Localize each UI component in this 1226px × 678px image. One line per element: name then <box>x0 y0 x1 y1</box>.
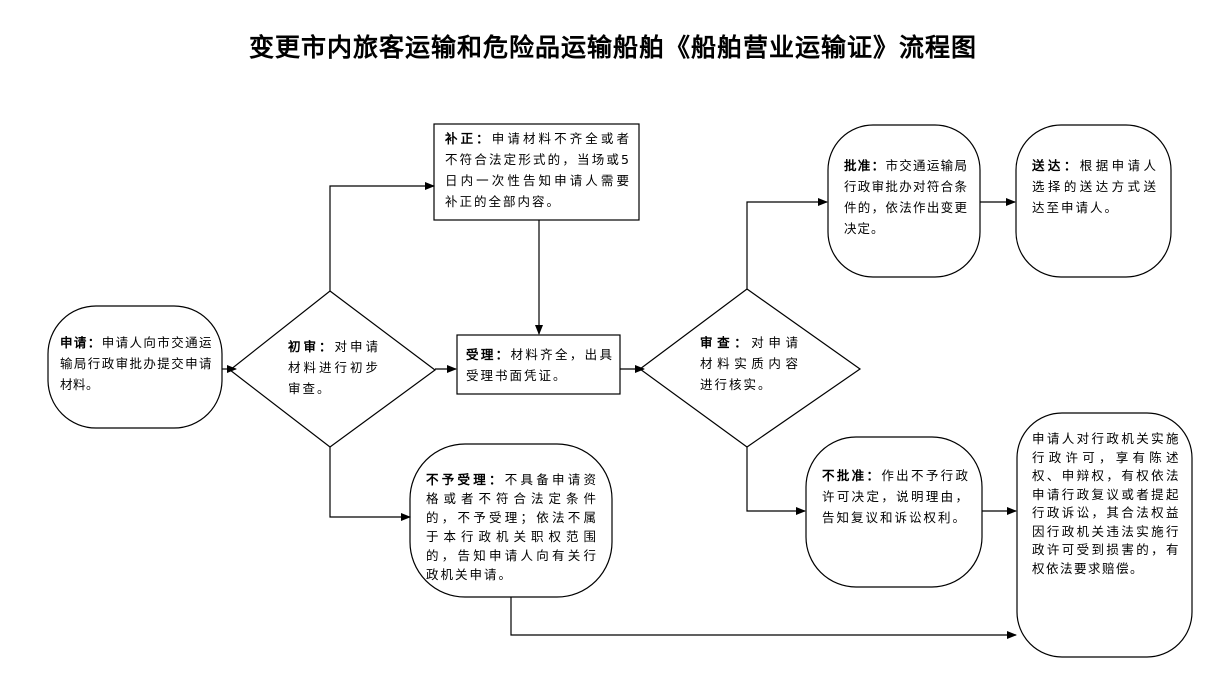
correct-node-shape <box>433 123 640 221</box>
apply-node-shape <box>47 305 223 429</box>
arrow-review-to-approve <box>746 198 828 289</box>
deny-node: 不批准：作出不予行政许可决定，说明理由，告知复议和诉讼权利。 <box>822 465 970 528</box>
page-title: 变更市内旅客运输和危险品运输船舶《船舶营业运输证》流程图 <box>248 33 977 62</box>
deny-node-text: 作出不予行政许可决定，说明理由，告知复议和诉讼权利。 <box>822 468 970 525</box>
rights-node-text: 申请人对行政机关实施行政许可，享有陈述权、申辩权，有权依法申请行政复议或者提起行… <box>1032 431 1180 576</box>
deny-node-shape <box>805 436 983 588</box>
apply-node-label: 申请： <box>60 335 102 350</box>
approve-node-label: 批准： <box>844 158 886 173</box>
approve-node-shape <box>827 124 981 278</box>
deliver-node-text: 根据申请人选择的送达方式送达至申请人。 <box>1032 158 1158 215</box>
review-node-label: 审查： <box>700 335 752 350</box>
accept-node: 受理：材料齐全，出具受理书面凭证。 <box>466 344 614 386</box>
deliver-node-label: 送达： <box>1032 158 1080 173</box>
initial-node-text: 对申请材料进行初步审查。 <box>288 339 380 396</box>
deny-node-label: 不批准： <box>822 468 882 483</box>
reject-node: 不予受理：不具备申请资格或者不符合法定条件的，不予受理；依法不属于本行政机关职权… <box>426 470 598 584</box>
rights-node: 申请人对行政机关实施行政许可，享有陈述权、申辩权，有权依法申请行政复议或者提起行… <box>1032 430 1180 578</box>
deliver-node: 送达：根据申请人选择的送达方式送达至申请人。 <box>1032 155 1158 218</box>
correct-node-label: 补正： <box>445 131 492 146</box>
reject-node-label: 不予受理： <box>426 472 505 487</box>
arrow-initial-to-correct <box>329 182 435 291</box>
correct-node: 补正：申请材料不齐全或者不符合法定形式的，当场或5日内一次性告知申请人需要补正的… <box>445 128 631 212</box>
apply-node-text: 申请人向市交通运输局行政审批办提交申请材料。 <box>60 335 212 392</box>
arrow-review-to-deny <box>746 447 806 515</box>
deliver-node-shape <box>1015 124 1172 278</box>
accept-node-label: 受理： <box>466 347 511 362</box>
reject-node-text: 不具备申请资格或者不符合法定条件的，不予受理；依法不属于本行政机关职权范围的，告… <box>426 472 598 582</box>
arrow-reject-to-rights <box>510 597 1017 639</box>
arrow-initial-to-reject <box>329 447 411 521</box>
rights-node-shape <box>1016 412 1193 658</box>
initial-node-label: 初审： <box>288 339 335 354</box>
initial-node: 初审：对申请材料进行初步审查。 <box>288 336 380 399</box>
approve-node-text: 市交通运输局行政审批办对符合条件的，依法作出变更决定。 <box>844 158 968 236</box>
accept-node-shape <box>456 334 621 395</box>
review-node-text: 对申请材料实质内容进行核实。 <box>700 335 800 392</box>
correct-node-text: 申请材料不齐全或者不符合法定形式的，当场或5日内一次性告知申请人需要补正的全部内… <box>445 131 631 209</box>
review-node: 审查：对申请材料实质内容进行核实。 <box>700 332 800 395</box>
accept-node-text: 材料齐全，出具受理书面凭证。 <box>466 347 614 383</box>
approve-node: 批准：市交通运输局行政审批办对符合条件的，依法作出变更决定。 <box>844 155 968 239</box>
apply-node: 申请：申请人向市交通运输局行政审批办提交申请材料。 <box>60 332 212 395</box>
